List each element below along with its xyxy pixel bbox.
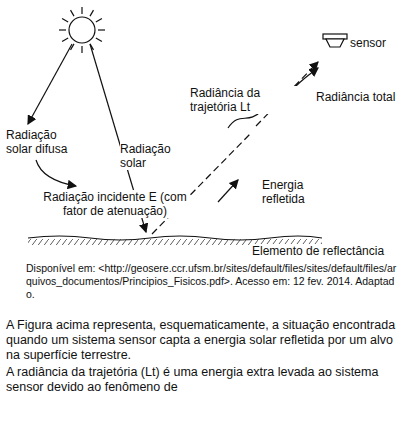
sun-ray: [81, 46, 82, 53]
reflected-energy-label: Energia refletida: [262, 178, 332, 206]
sensor-label: sensor: [350, 36, 386, 50]
path-radiance-label: Radiância da trajetória Lt: [190, 86, 300, 114]
sun-ray: [98, 29, 105, 30]
diffuse-arrow: [28, 44, 72, 124]
question-text: A radiância da trajetória (Lt) é uma ene…: [6, 365, 401, 395]
energy-arrow: [218, 180, 238, 202]
incident-label: Radiação incidente E (com fator de atenu…: [40, 190, 190, 218]
diffuse-label: Radiação solar difusa: [6, 128, 78, 156]
reflectance-label: Elemento de reflectância: [252, 244, 402, 258]
sun-ray: [96, 19, 102, 23]
sun-ray: [62, 19, 68, 23]
solar-label: Radiação solar: [120, 142, 180, 170]
sensor-icon: [323, 34, 347, 47]
sun-ray: [62, 38, 68, 42]
source-caption: Disponível em: <http://geosere.ccr.ufsm.…: [26, 262, 398, 301]
sun: [59, 7, 105, 53]
sun-ray: [96, 38, 102, 42]
diffuse-arrow-2: [36, 160, 76, 186]
sun-ray: [90, 10, 94, 16]
sun-ray: [81, 7, 82, 14]
sun-ray: [71, 10, 75, 16]
total-radiance-label: Radiância total: [316, 90, 406, 104]
sun-ray: [59, 29, 66, 30]
question-text: A Figura acima representa, esquematicame…: [6, 318, 401, 363]
